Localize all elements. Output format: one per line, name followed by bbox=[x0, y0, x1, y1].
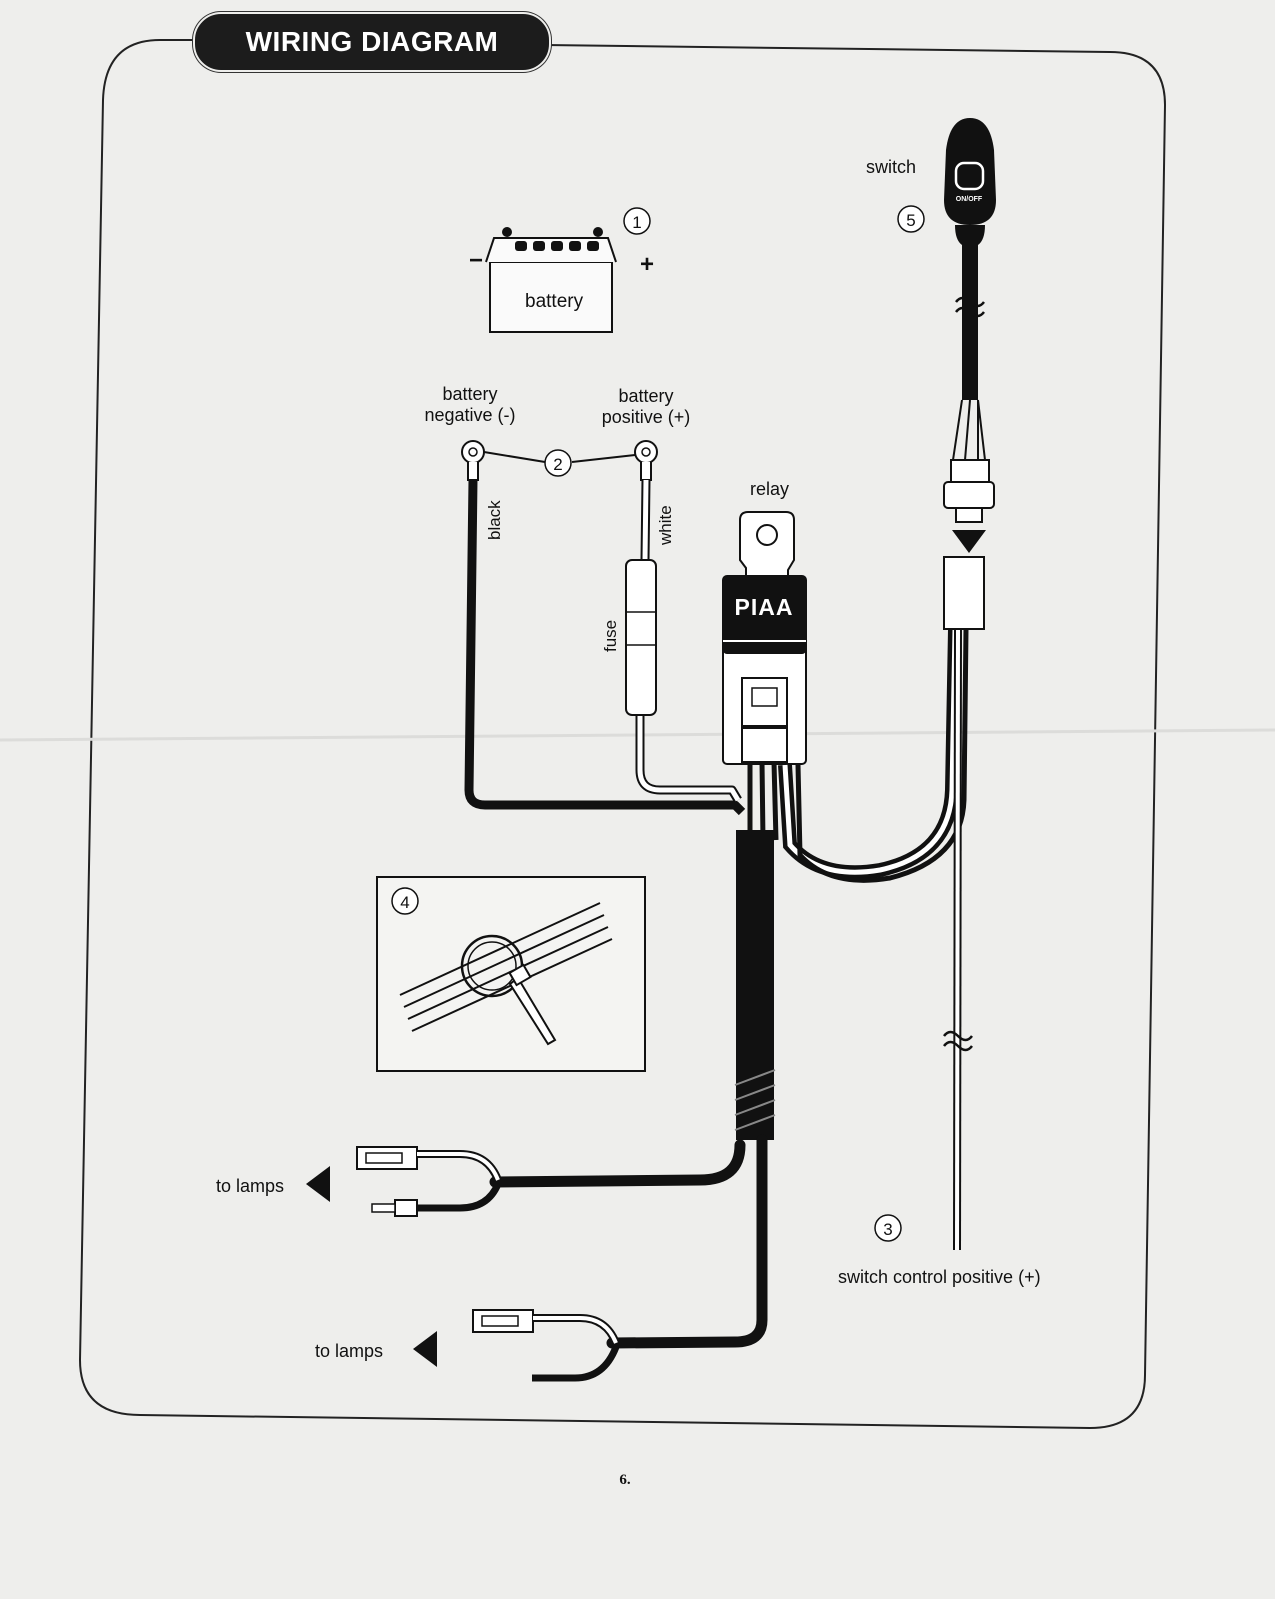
switch-connector-female bbox=[943, 556, 985, 630]
black-wire bbox=[464, 479, 746, 816]
upper-lamp-connectors bbox=[356, 1146, 502, 1217]
switch-body bbox=[944, 118, 996, 400]
marker-2-circle bbox=[544, 449, 572, 477]
connect-arrow-icon bbox=[952, 530, 986, 553]
marker-5-circle bbox=[897, 205, 925, 233]
page-title: WIRING DIAGRAM bbox=[195, 14, 549, 70]
harness-lower-lamp-branch bbox=[606, 1134, 768, 1349]
battery-negative-sign: − bbox=[469, 247, 483, 274]
marker-2-leader-right bbox=[571, 454, 636, 463]
battery-negative-label-line1: battery bbox=[442, 384, 497, 404]
battery-positive-label-line1: battery bbox=[618, 386, 673, 406]
relay-body bbox=[722, 511, 807, 765]
marker-1: 1 bbox=[632, 213, 641, 232]
fuse-label: fuse bbox=[601, 620, 620, 652]
switch-wire-split bbox=[952, 399, 986, 461]
switch-harness-outline bbox=[778, 629, 962, 880]
positive-ring-terminal bbox=[634, 440, 658, 481]
harness-tape-marks bbox=[734, 1069, 776, 1131]
marker-3: 3 bbox=[883, 1220, 892, 1239]
marker-2-leader-left bbox=[483, 451, 546, 463]
page-number: 6. bbox=[619, 1472, 631, 1488]
switch-label: switch bbox=[866, 157, 916, 177]
marker-4: 4 bbox=[400, 893, 409, 912]
marker-1-circle bbox=[623, 207, 651, 235]
lower-lamp-connectors bbox=[472, 1309, 620, 1382]
marker-2: 2 bbox=[553, 455, 562, 474]
upper-lamp-arrow-icon bbox=[306, 1166, 330, 1202]
switch-control-label: switch control positive (+) bbox=[838, 1267, 1041, 1287]
relay-label: relay bbox=[750, 479, 789, 499]
marker-4-circle bbox=[391, 887, 419, 915]
switch-control-wire-core bbox=[955, 629, 960, 1251]
white-wire-label: white bbox=[656, 505, 675, 546]
page-frame bbox=[78, 39, 1167, 1430]
relay-out-wires bbox=[747, 761, 779, 841]
lower-lamp-label: to lamps bbox=[315, 1341, 383, 1361]
upper-lamp-label: to lamps bbox=[216, 1176, 284, 1196]
black-wire-label: black bbox=[485, 500, 504, 540]
harness-upper-lamp-branch bbox=[489, 1139, 746, 1188]
battery-label: battery bbox=[525, 291, 584, 312]
battery-positive-sign: + bbox=[640, 251, 654, 278]
switch-button-text: ON/OFF bbox=[956, 196, 983, 203]
switch-connector-male bbox=[943, 459, 995, 523]
battery-negative-label-line2: negative (-) bbox=[424, 405, 515, 425]
white-wire-core bbox=[637, 479, 741, 802]
control-wire-break-mark bbox=[943, 1030, 973, 1052]
cable-tie-icon bbox=[399, 902, 613, 1046]
fuse-holder bbox=[625, 559, 657, 716]
marker-5: 5 bbox=[906, 211, 915, 230]
relay-brand-logo: PIAA bbox=[735, 594, 794, 620]
switch-cable-break-mark bbox=[955, 296, 985, 318]
lower-lamp-arrow-icon bbox=[413, 1331, 437, 1367]
negative-ring-terminal bbox=[461, 440, 485, 481]
battery-positive-label-line2: positive (+) bbox=[602, 407, 691, 427]
marker-3-circle bbox=[874, 1214, 902, 1242]
battery-icon bbox=[485, 227, 617, 333]
